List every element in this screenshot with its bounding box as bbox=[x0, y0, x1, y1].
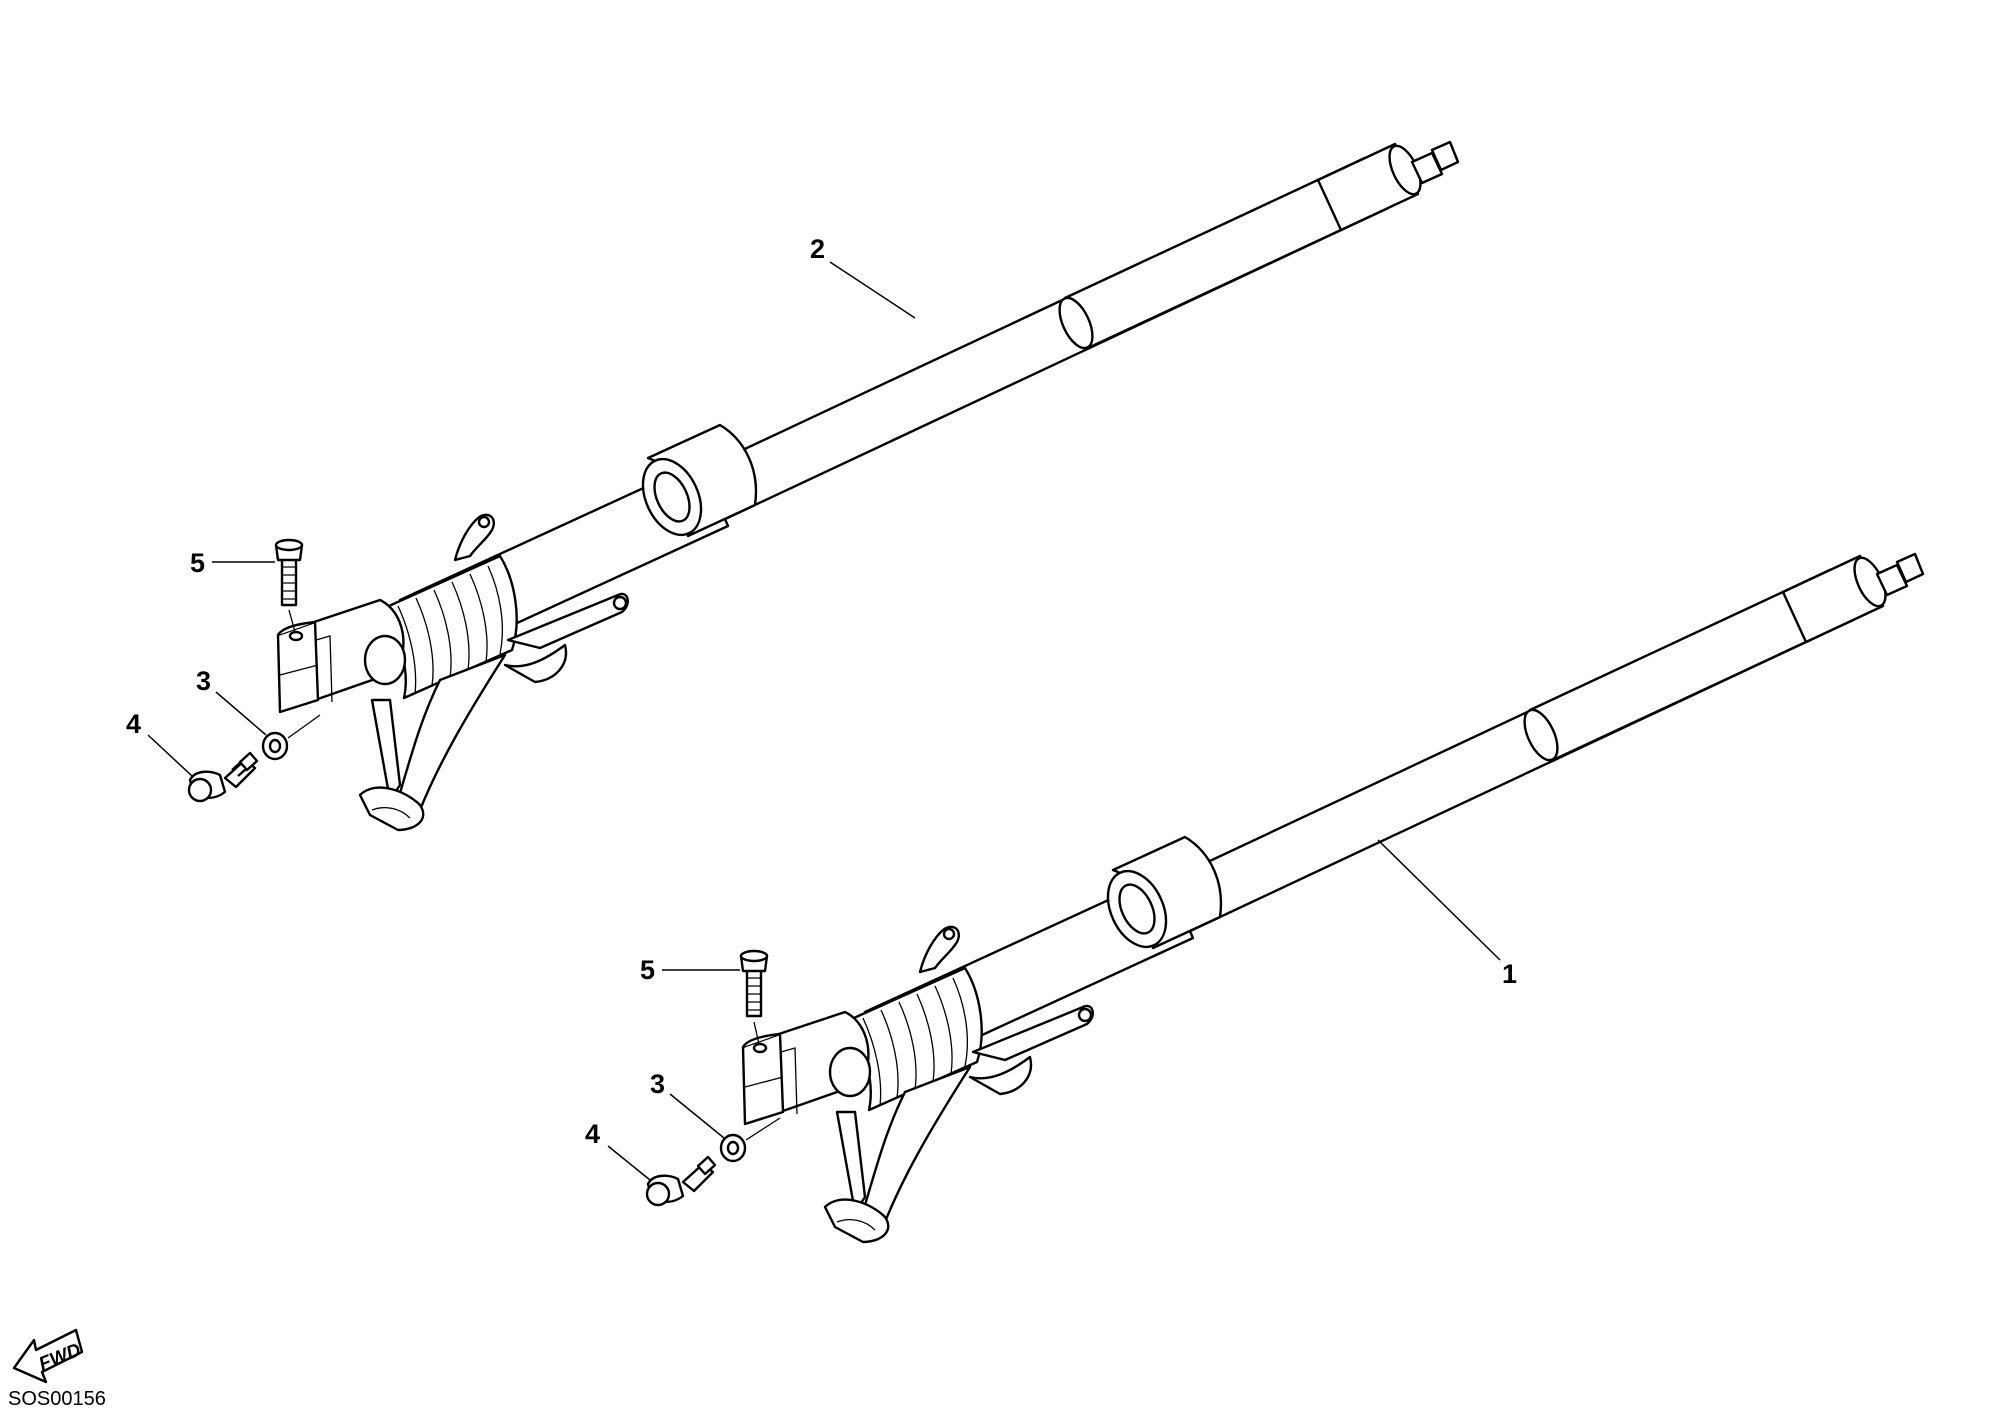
svg-text:3: 3 bbox=[196, 666, 211, 696]
svg-text:1: 1 bbox=[1502, 959, 1517, 989]
callout-3-top: 3 bbox=[196, 666, 267, 736]
bolt-4-bottom bbox=[645, 1155, 717, 1207]
callout-4-top: 4 bbox=[126, 709, 193, 777]
callout-4-bottom: 4 bbox=[585, 1119, 651, 1181]
callout-1: 1 bbox=[1377, 839, 1517, 989]
svg-text:4: 4 bbox=[126, 709, 141, 739]
washer-3-bottom bbox=[719, 1117, 781, 1163]
fwd-arrow-icon: FWD bbox=[12, 1328, 84, 1384]
fork-leg-top bbox=[187, 140, 1460, 832]
svg-text:4: 4 bbox=[585, 1119, 600, 1149]
callout-5-top: 5 bbox=[190, 548, 275, 578]
svg-text:5: 5 bbox=[190, 548, 205, 578]
washer-3-top bbox=[261, 714, 321, 761]
callout-5-bottom: 5 bbox=[640, 955, 740, 985]
fork-leg-bottom bbox=[645, 552, 1925, 1244]
svg-text:5: 5 bbox=[640, 955, 655, 985]
bolt-5-top bbox=[274, 538, 304, 642]
figure-id: SOS00156 bbox=[8, 1388, 106, 1410]
bolt-5-bottom bbox=[739, 949, 769, 1054]
svg-text:2: 2 bbox=[810, 234, 825, 264]
svg-text:3: 3 bbox=[650, 1069, 665, 1099]
bolt-4-top bbox=[187, 751, 259, 803]
callout-3-bottom: 3 bbox=[650, 1069, 725, 1139]
callout-2: 2 bbox=[810, 234, 916, 319]
